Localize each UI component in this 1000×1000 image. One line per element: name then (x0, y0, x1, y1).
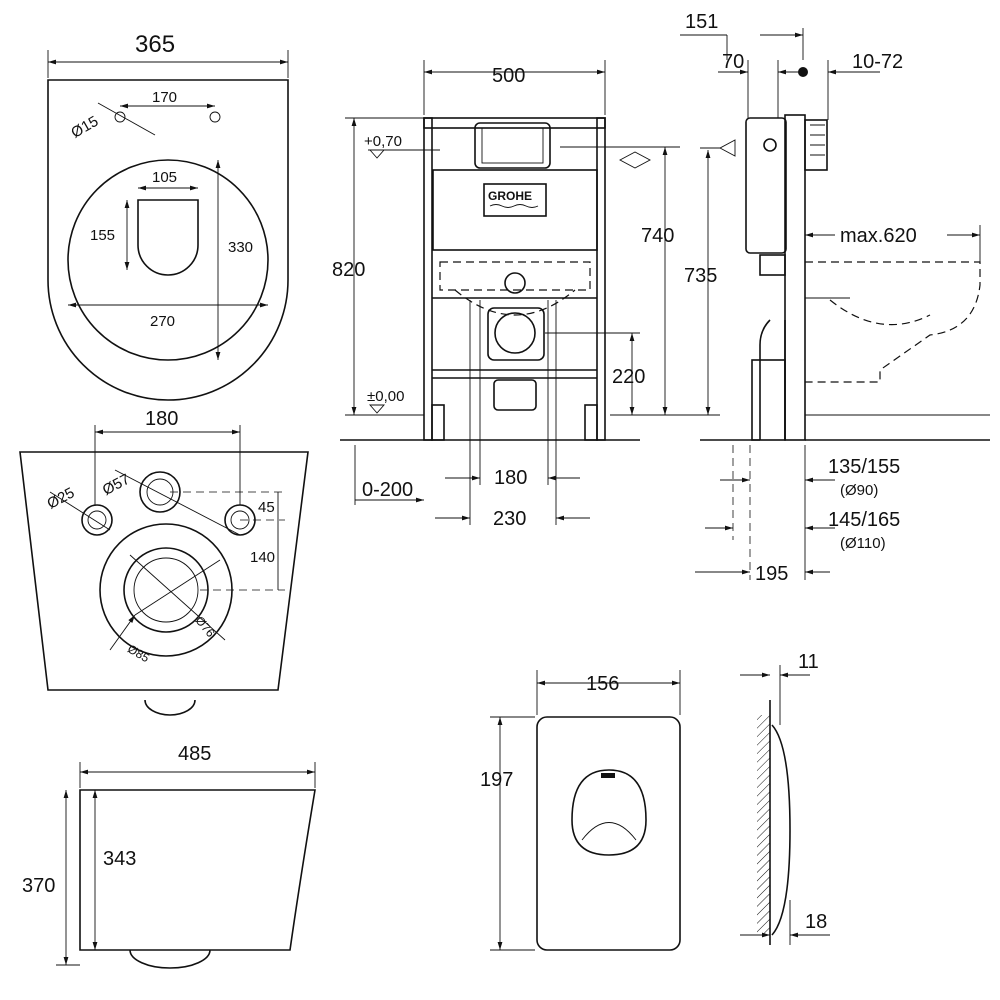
frame-side-view: 151 70 10-72 max.620 135/155 (Ø90) 145/1… (680, 11, 990, 585)
dim-10-72: 10-72 (852, 51, 903, 73)
dim-197: 197 (480, 769, 513, 791)
grohe-logo: GROHE (488, 189, 532, 203)
dim-d85: Ø85 (125, 642, 152, 666)
dim-485: 485 (178, 743, 211, 765)
dim-343: 343 (103, 848, 136, 870)
dim-d25: Ø25 (44, 484, 77, 512)
dim-180-frame: 180 (494, 467, 527, 489)
label-bg (835, 222, 947, 248)
dim-740: 740 (641, 225, 674, 247)
dim-135-155: 135/155 (828, 456, 900, 478)
dim-230: 230 (493, 508, 526, 530)
dim-d90: (Ø90) (840, 482, 878, 499)
dim-140: 140 (250, 549, 275, 566)
dim-500: 500 (492, 65, 525, 87)
dim-195: 195 (755, 563, 788, 585)
bowl-top-view: 365 170 Ø15 105 155 330 270 (47, 31, 289, 401)
bowl-side-view: 485 343 370 (22, 743, 316, 969)
dim-11: 11 (798, 651, 819, 673)
dim-365: 365 (135, 31, 175, 58)
bowl-rear-view: 180 Ø25 Ø57 45 140 Ø85 Ø76 (19, 408, 309, 716)
dim-45: 45 (258, 499, 275, 516)
dim-220: 220 (612, 366, 645, 388)
dim-70: 70 (722, 51, 744, 73)
dim-d110: (Ø110) (840, 535, 886, 552)
reference-dot (798, 67, 808, 77)
dim-180-rear: 180 (145, 408, 178, 430)
dim-370: 370 (22, 875, 55, 897)
dim-18: 18 (805, 911, 827, 933)
dim-155: 155 (90, 227, 115, 244)
dim-d15: Ø15 (68, 113, 101, 142)
flush-plate-front: 156 197 (480, 670, 681, 951)
dim-d57: Ø57 (100, 471, 133, 499)
frame-front-view: GROHE 500 820 +0,70 ±0,00 740 735 220 0-… (332, 60, 720, 530)
dim-170: 170 (152, 89, 177, 106)
dim-0-200: 0-200 (362, 479, 413, 501)
dim-330: 330 (228, 239, 253, 256)
level-zero: ±0,00 (367, 388, 404, 405)
dim-151: 151 (685, 11, 718, 33)
dim-156: 156 (586, 673, 619, 695)
plate-logo-icon (601, 773, 615, 778)
dim-max-620: max.620 (840, 225, 917, 247)
dim-820: 820 (332, 259, 365, 281)
dim-735: 735 (684, 265, 717, 287)
dim-105: 105 (152, 169, 177, 186)
flush-plate-side: 11 18 (740, 651, 830, 945)
dim-145-165: 145/165 (828, 509, 900, 531)
level-top: +0,70 (364, 133, 402, 150)
dim-270: 270 (150, 313, 175, 330)
